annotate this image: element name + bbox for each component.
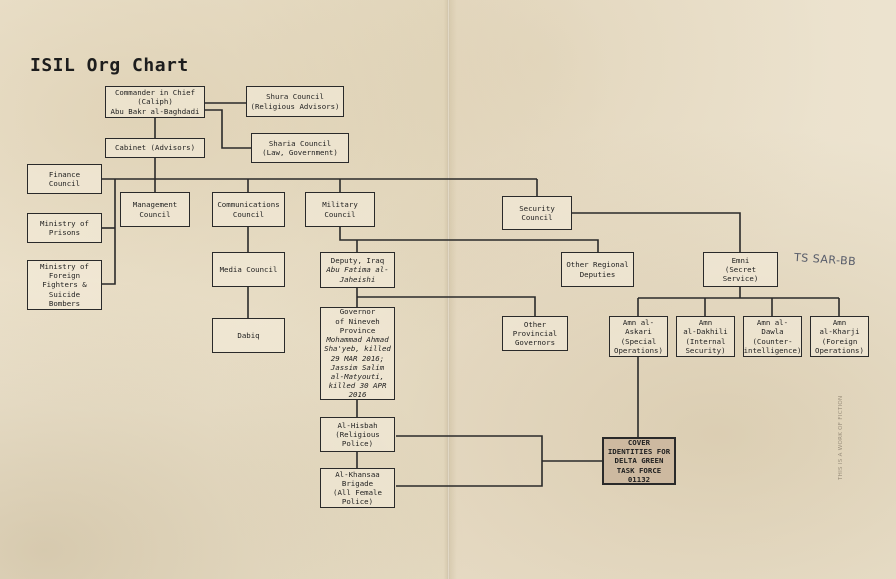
node-amn-kharji: Amn al-Kharji (Foreign Operations) xyxy=(810,316,869,357)
node-al-khansaa: Al-Khansaa Brigade (All Female Police) xyxy=(320,468,395,508)
node-cover-identities: COVER IDENTITIES FOR DELTA GREEN TASK FO… xyxy=(602,437,676,485)
node-dabiq: Dabiq xyxy=(212,318,285,353)
connector xyxy=(102,179,116,285)
governor-names: Mohammad Ahmad Sha'yeb, killed 29 MAR 20… xyxy=(324,335,391,400)
node-security-council: Security Council xyxy=(502,196,572,230)
node-commander: Commander in Chief (Caliph) Abu Bakr al-… xyxy=(105,86,205,118)
connector xyxy=(357,296,536,316)
node-ministry-prisons: Ministry of Prisons xyxy=(27,213,102,243)
node-amn-dawla: Amn al- Dawla (Counter- intelligence) xyxy=(743,316,802,357)
connector xyxy=(572,212,741,252)
node-emni: Emni (Secret Service) xyxy=(703,252,778,287)
node-sharia-council: Sharia Council (Law, Government) xyxy=(251,133,349,163)
node-deputy-iraq: Deputy, Iraq Abu Fatima al- Jaheishi xyxy=(320,252,395,288)
connector xyxy=(204,109,251,149)
node-al-hisbah: Al-Hisbah (Religious Police) xyxy=(320,417,395,452)
node-communications-council: Communications Council xyxy=(212,192,285,227)
node-cabinet: Cabinet (Advisors) xyxy=(105,138,205,158)
node-media-council: Media Council xyxy=(212,252,285,287)
node-management-council: Management Council xyxy=(120,192,190,227)
deputy-label: Deputy, Iraq xyxy=(330,256,385,266)
node-other-governors: Other Provincial Governors xyxy=(502,316,568,351)
node-military-council: Military Council xyxy=(305,192,375,227)
node-finance-council: Finance Council xyxy=(27,164,102,194)
node-shura-council: Shura Council (Religious Advisors) xyxy=(246,86,344,117)
node-other-deputies: Other Regional Deputies xyxy=(561,252,634,287)
node-ministry-fighters: Ministry of Foreign Fighters & Suicide B… xyxy=(27,260,102,310)
connector xyxy=(339,227,599,252)
chart-title: ISIL Org Chart xyxy=(30,55,189,76)
governor-label: Governor of Nineveh Province xyxy=(335,307,380,335)
node-amn-dakhili: Amn al-Dakhili (Internal Security) xyxy=(676,316,735,357)
page-fold xyxy=(447,0,450,579)
connector xyxy=(396,435,543,487)
side-note: THIS IS A WORK OF FICTION xyxy=(838,395,844,480)
node-governor-nineveh: Governor of Nineveh Province Mohammad Ah… xyxy=(320,307,395,400)
deputy-name: Abu Fatima al- Jaheishi xyxy=(326,265,389,284)
node-amn-askari: Amn al- Askari (Special Operations) xyxy=(609,316,668,357)
